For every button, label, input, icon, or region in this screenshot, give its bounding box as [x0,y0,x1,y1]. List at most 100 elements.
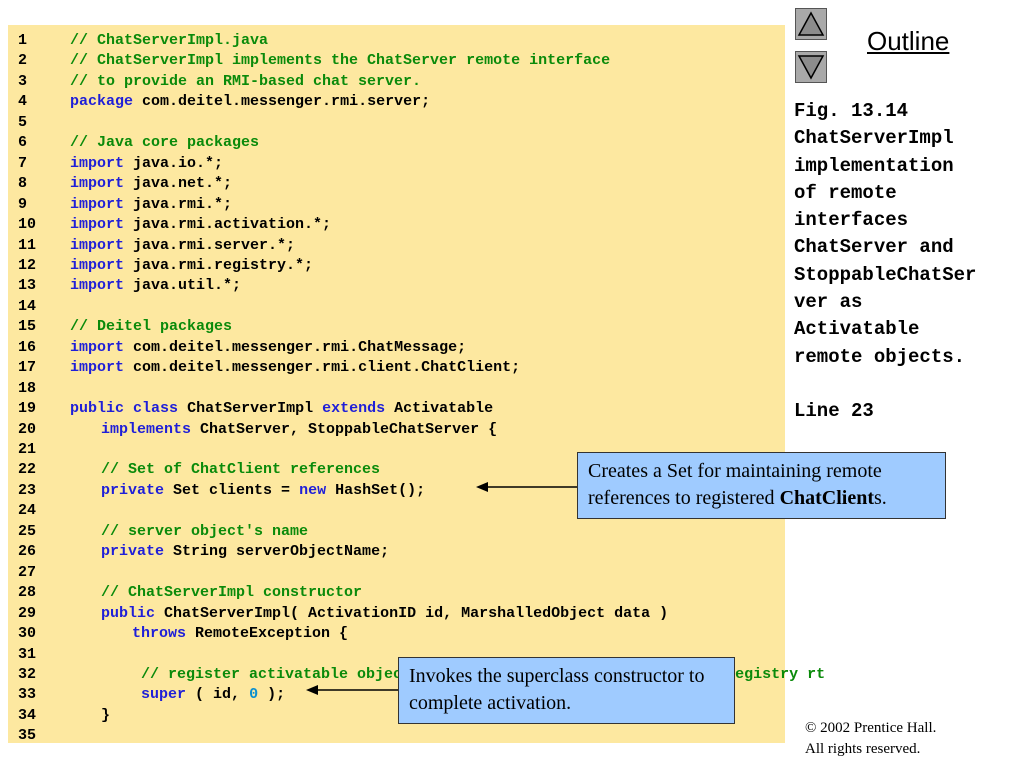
keyword: import [70,216,125,234]
keyword: import [70,338,125,356]
keyword: import [70,277,125,295]
code-text: // Deitel packages [70,317,232,338]
line-number: 1 [18,32,28,49]
copyright-line-2: All rights reserved. [805,741,921,757]
keyword: import [70,256,125,274]
code-text: // server object's name [101,522,308,543]
comment: // ChatServerImpl constructor [101,584,363,602]
line-number: 21 [18,441,37,458]
code-text: // ChatServerImpl.java [70,31,268,52]
keyword: extends [322,400,386,418]
code-token: java.rmi.server.*; [133,236,296,254]
line-number: 2 [18,52,28,70]
line-number: 5 [18,113,28,131]
code-text: // Set of ChatClient references [101,460,380,481]
code-listing-panel: 1 // ChatServerImpl.java 2 // ChatServerImp… [8,25,825,744]
callout-super: Invokes the superclass constructor to co… [398,657,735,724]
code-text: import java.rmi.*; [70,195,232,216]
line-number: 30 [18,625,37,643]
line-number: 19 [18,400,37,418]
code-token: java.io.*; [133,154,224,172]
next-slide-button[interactable] [795,51,827,83]
code-token: java.rmi.activation.*; [133,216,332,234]
code-text: import java.io.*; [70,154,223,175]
line-number: 17 [18,359,37,377]
line-number: 4 [18,93,28,111]
code-text: private Set clients = new HashSet(); [101,481,425,502]
code-text: package com.deitel.messenger.rmi.server; [70,92,430,113]
keyword: public [70,400,125,418]
keyword: import [70,359,125,377]
code-text: implements ChatServer, StoppableChatServ… [101,420,497,441]
line-number: 24 [18,502,37,520]
code-text: // ChatServerImpl constructor [101,583,362,604]
line-number: 33 [18,686,37,704]
code-token: ChatServerImpl [187,400,314,418]
outline-link[interactable]: Outline [867,26,950,56]
code-token: com.deitel.messenger.rmi.ChatMessage; [133,338,467,356]
code-text: public ChatServerImpl( ActivationID id, … [101,604,668,625]
line-number: 7 [18,154,28,172]
line-number: 35 [18,727,37,745]
line-number: 29 [18,604,37,622]
line-number: 13 [18,277,37,295]
code-text: } [101,706,110,727]
line-number: 3 [18,72,28,90]
number-literal: 0 [249,686,259,704]
line-number: 8 [18,175,28,193]
code-token: RemoteException { [195,625,349,643]
line-number: 34 [18,706,37,724]
keyword: class [133,400,179,418]
line-number: 27 [18,563,37,581]
code-token: java.net.*; [133,175,233,193]
line-number: 28 [18,584,37,602]
caption-line: ChatServerImpl [794,127,954,150]
code-token: ChatServer, StoppableChatServer { [200,420,498,438]
caption-line: remote objects. [794,345,966,368]
line-reference: Line 23 [794,400,874,422]
line-number: 12 [18,256,37,274]
comment: // server object's name [101,522,309,540]
code-text: throws RemoteException { [132,624,348,645]
keyword: super [132,686,187,704]
code-token: ChatServerImpl( ActivationID id, Marshal… [164,604,669,622]
line-number: 10 [18,216,37,234]
code-text: import java.rmi.registry.*; [70,256,313,277]
code-token: ( id, [195,686,241,704]
code-token: HashSet(); [335,481,426,499]
copyright-notice: © 2002 Prentice Hall. All rights reserve… [805,718,936,760]
line-number: 31 [18,645,37,663]
callout-set-text: Creates a Set for maintaining remote ref… [588,460,882,509]
caption-line: StoppableChatSer [794,263,977,286]
code-text: import java.rmi.activation.*; [70,215,331,236]
line-number: 18 [18,379,37,397]
callout-set-clients: Creates a Set for maintaining remote ref… [577,452,946,519]
keyword: public [101,604,156,622]
line-number: 32 [18,665,37,683]
line-number: 22 [18,461,37,479]
caption-line: ver as [794,291,863,314]
keyword: package [70,93,134,111]
callout-set-bold: ChatClient [779,487,875,509]
line-number: 11 [18,236,37,254]
code-token: java.rmi.*; [133,195,233,213]
comment: // Deitel packages [70,318,233,336]
code-text: // to provide an RMI-based chat server. [70,72,421,93]
keyword: private [101,481,165,499]
caption-line: Fig. 13.14 [794,100,909,122]
line-number: 15 [18,318,37,336]
code-text: super ( id, 0 ); [132,685,285,706]
caption-line: implementation [794,154,954,177]
line-number: 26 [18,543,37,561]
code-text: public class ChatServerImpl extends Acti… [70,399,493,420]
code-text: import java.net.*; [70,174,232,195]
previous-slide-button[interactable] [795,8,827,40]
comment: // ChatServerImpl implements the ChatSer… [70,52,611,70]
caption-line: of remote [794,181,897,204]
code-token: java.rmi.registry.*; [133,256,314,274]
line-number: 20 [18,420,37,438]
keyword: implements [101,420,192,438]
line-number: 25 [18,522,37,540]
code-text: import com.deitel.messenger.rmi.client.C… [70,358,520,379]
